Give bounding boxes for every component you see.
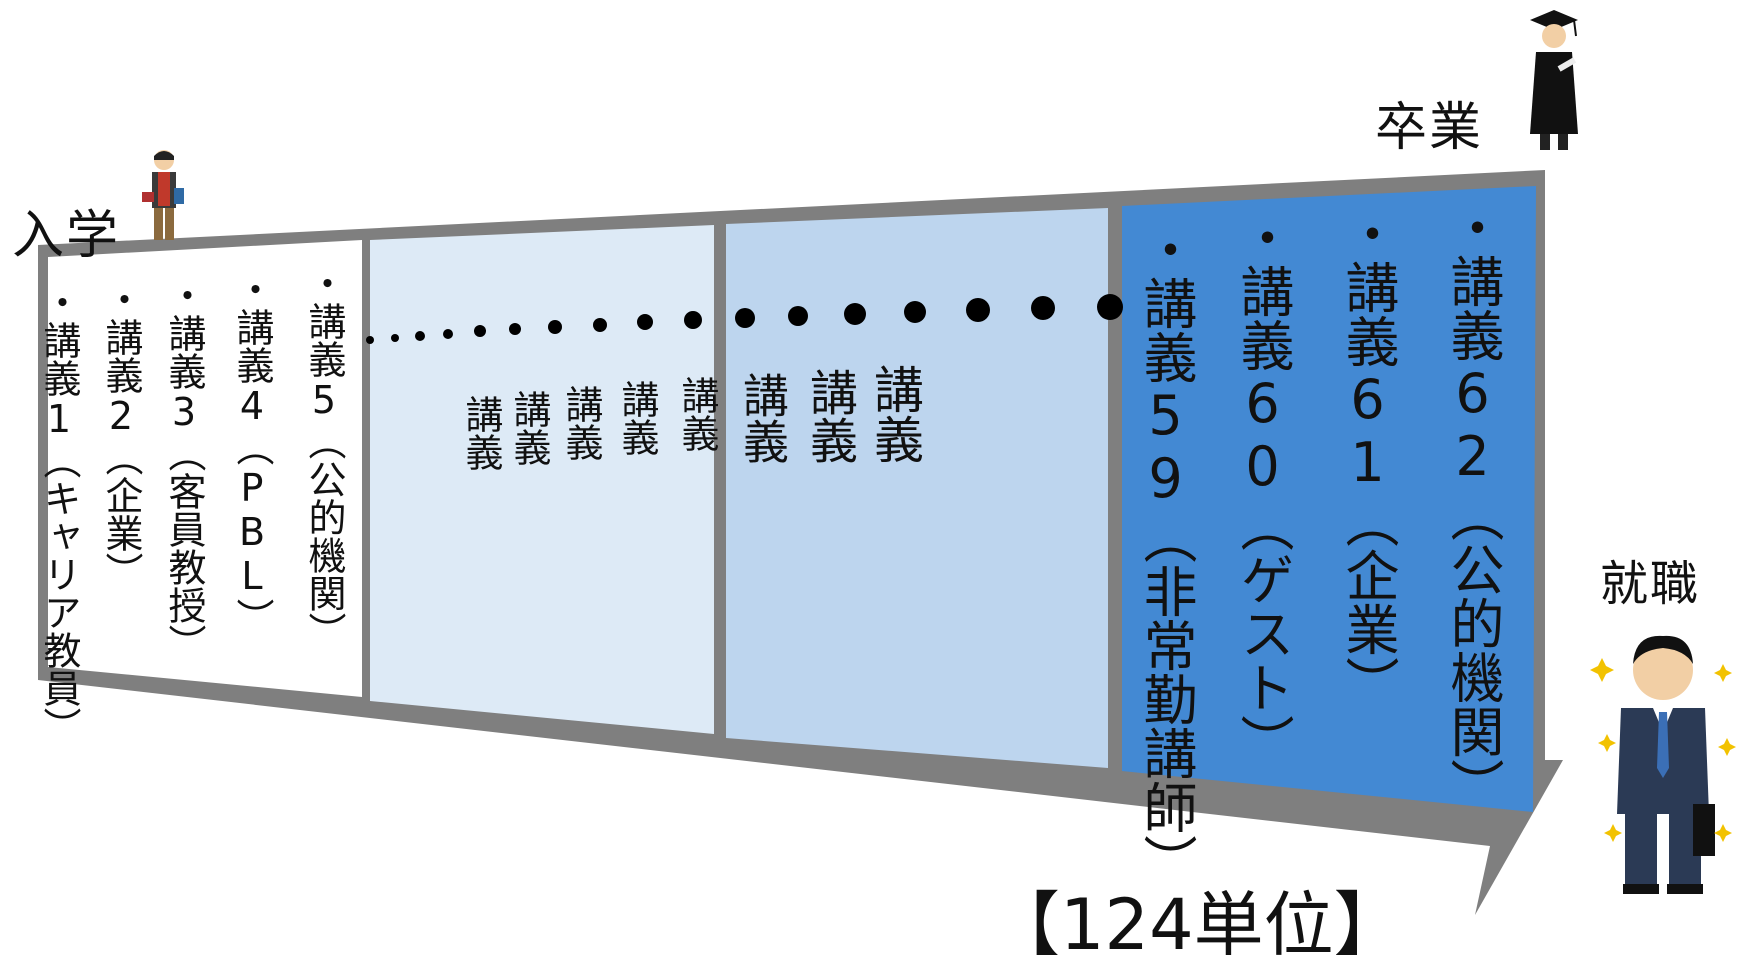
- employment-label: 就職: [1600, 556, 1701, 612]
- graduation-label: 卒業: [1375, 98, 1484, 158]
- sparkle-icon: [1590, 658, 1736, 842]
- section-1: [48, 240, 362, 697]
- lecture-62: ・講義62（公的機関）: [1441, 200, 1504, 812]
- progress-dots: [366, 294, 1123, 344]
- businessman-icon: [1617, 635, 1715, 894]
- middle-lecture: 講義: [801, 368, 857, 464]
- section-4: [1122, 186, 1536, 812]
- credits-label: 【124単位】: [990, 884, 1404, 966]
- lecture-5: ・講義5（公的機関）: [302, 264, 346, 650]
- graduate-icon: [1530, 10, 1578, 150]
- middle-lecture: 講義: [736, 372, 790, 464]
- middle-lecture: 講義: [559, 385, 603, 461]
- lecture-2: ・講義2（企業）: [99, 280, 143, 590]
- student-icon: [142, 150, 184, 240]
- lecture-1: ・講義1（キャリア教員）: [37, 283, 81, 745]
- lecture-59: ・講義59（非常勤講師）: [1134, 222, 1197, 888]
- lecture-4: ・講義4（PBL）: [230, 270, 274, 636]
- lecture-3: ・講義3（客員教授）: [162, 276, 206, 662]
- middle-lecture: 講義: [615, 380, 659, 456]
- middle-lecture: 講義: [675, 376, 719, 452]
- middle-lecture: 講義: [507, 390, 551, 466]
- middle-lecture: 講義: [459, 395, 503, 471]
- section-2: [370, 225, 714, 734]
- section-3: [726, 208, 1108, 768]
- lecture-61: ・講義61（企業）: [1336, 206, 1399, 710]
- middle-lecture: 講義: [866, 364, 924, 464]
- lecture-60: ・講義60（ゲスト）: [1231, 210, 1294, 768]
- entry-label: 入学: [12, 206, 121, 266]
